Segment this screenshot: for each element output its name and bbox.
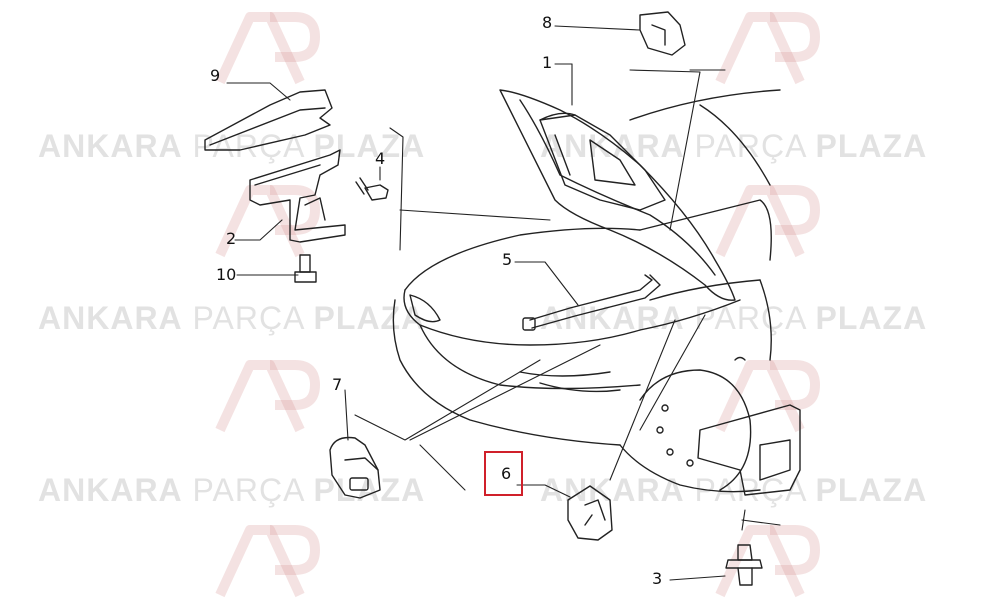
callout-3: 3 [652,569,663,588]
callout-6: 6 [501,464,512,483]
bolt-part-10 [294,254,317,283]
rubber-bump-part-6 [567,485,613,541]
callout-4: 4 [375,149,386,168]
callout-10: 10 [216,265,237,284]
stud-part-3 [725,544,763,586]
bump-stop-part-7 [329,436,381,499]
callout-1: 1 [542,53,553,72]
latch-bracket-part [249,149,346,243]
prop-rod-part [522,274,661,331]
callout-2: 2 [226,229,237,248]
clip-part-8 [639,11,686,56]
latch-panel [697,404,801,496]
hood-cover-part [204,89,333,151]
callout-6-highlight [484,451,523,496]
callout-7: 7 [332,375,343,394]
car-body [392,89,781,493]
callout-5: 5 [502,250,513,269]
hood-part [499,89,736,301]
bolt-part-4 [355,177,389,201]
callout-9: 9 [210,66,221,85]
callout-8: 8 [542,13,553,32]
leader-lines [226,25,781,581]
